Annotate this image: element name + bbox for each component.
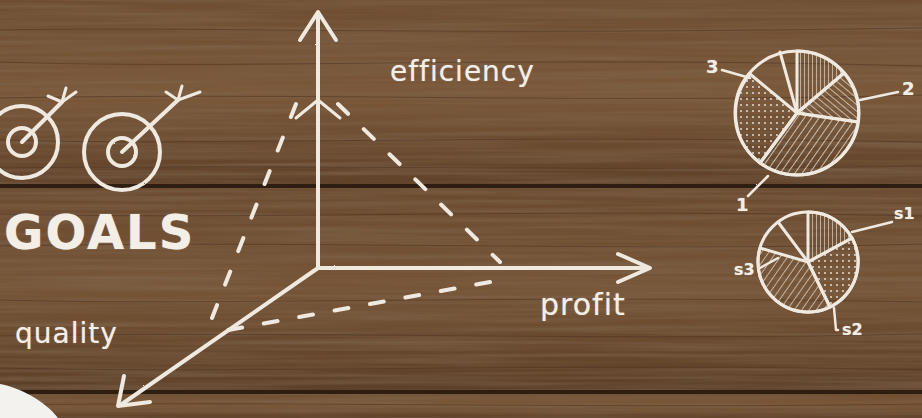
title-word: GOALS xyxy=(4,208,195,256)
pie-chart xyxy=(735,51,859,175)
leader-lines xyxy=(722,70,898,330)
callout-number: s3 xyxy=(734,262,755,278)
pie-chart xyxy=(758,212,858,312)
callout-number: 3 xyxy=(706,58,719,76)
axis-label: profit xyxy=(540,290,626,320)
target-icons xyxy=(0,86,200,190)
axis-tick xyxy=(296,100,340,118)
callout-number: s2 xyxy=(842,322,863,338)
corner-object xyxy=(0,384,58,418)
axis-label: quality xyxy=(15,320,118,348)
callout-number: 1 xyxy=(736,196,749,214)
dashed-plane xyxy=(212,104,500,332)
callout-number: s1 xyxy=(894,206,915,222)
axis-label: efficiency xyxy=(390,58,535,86)
callout-number: 2 xyxy=(902,80,915,98)
axis-lines xyxy=(118,12,650,406)
